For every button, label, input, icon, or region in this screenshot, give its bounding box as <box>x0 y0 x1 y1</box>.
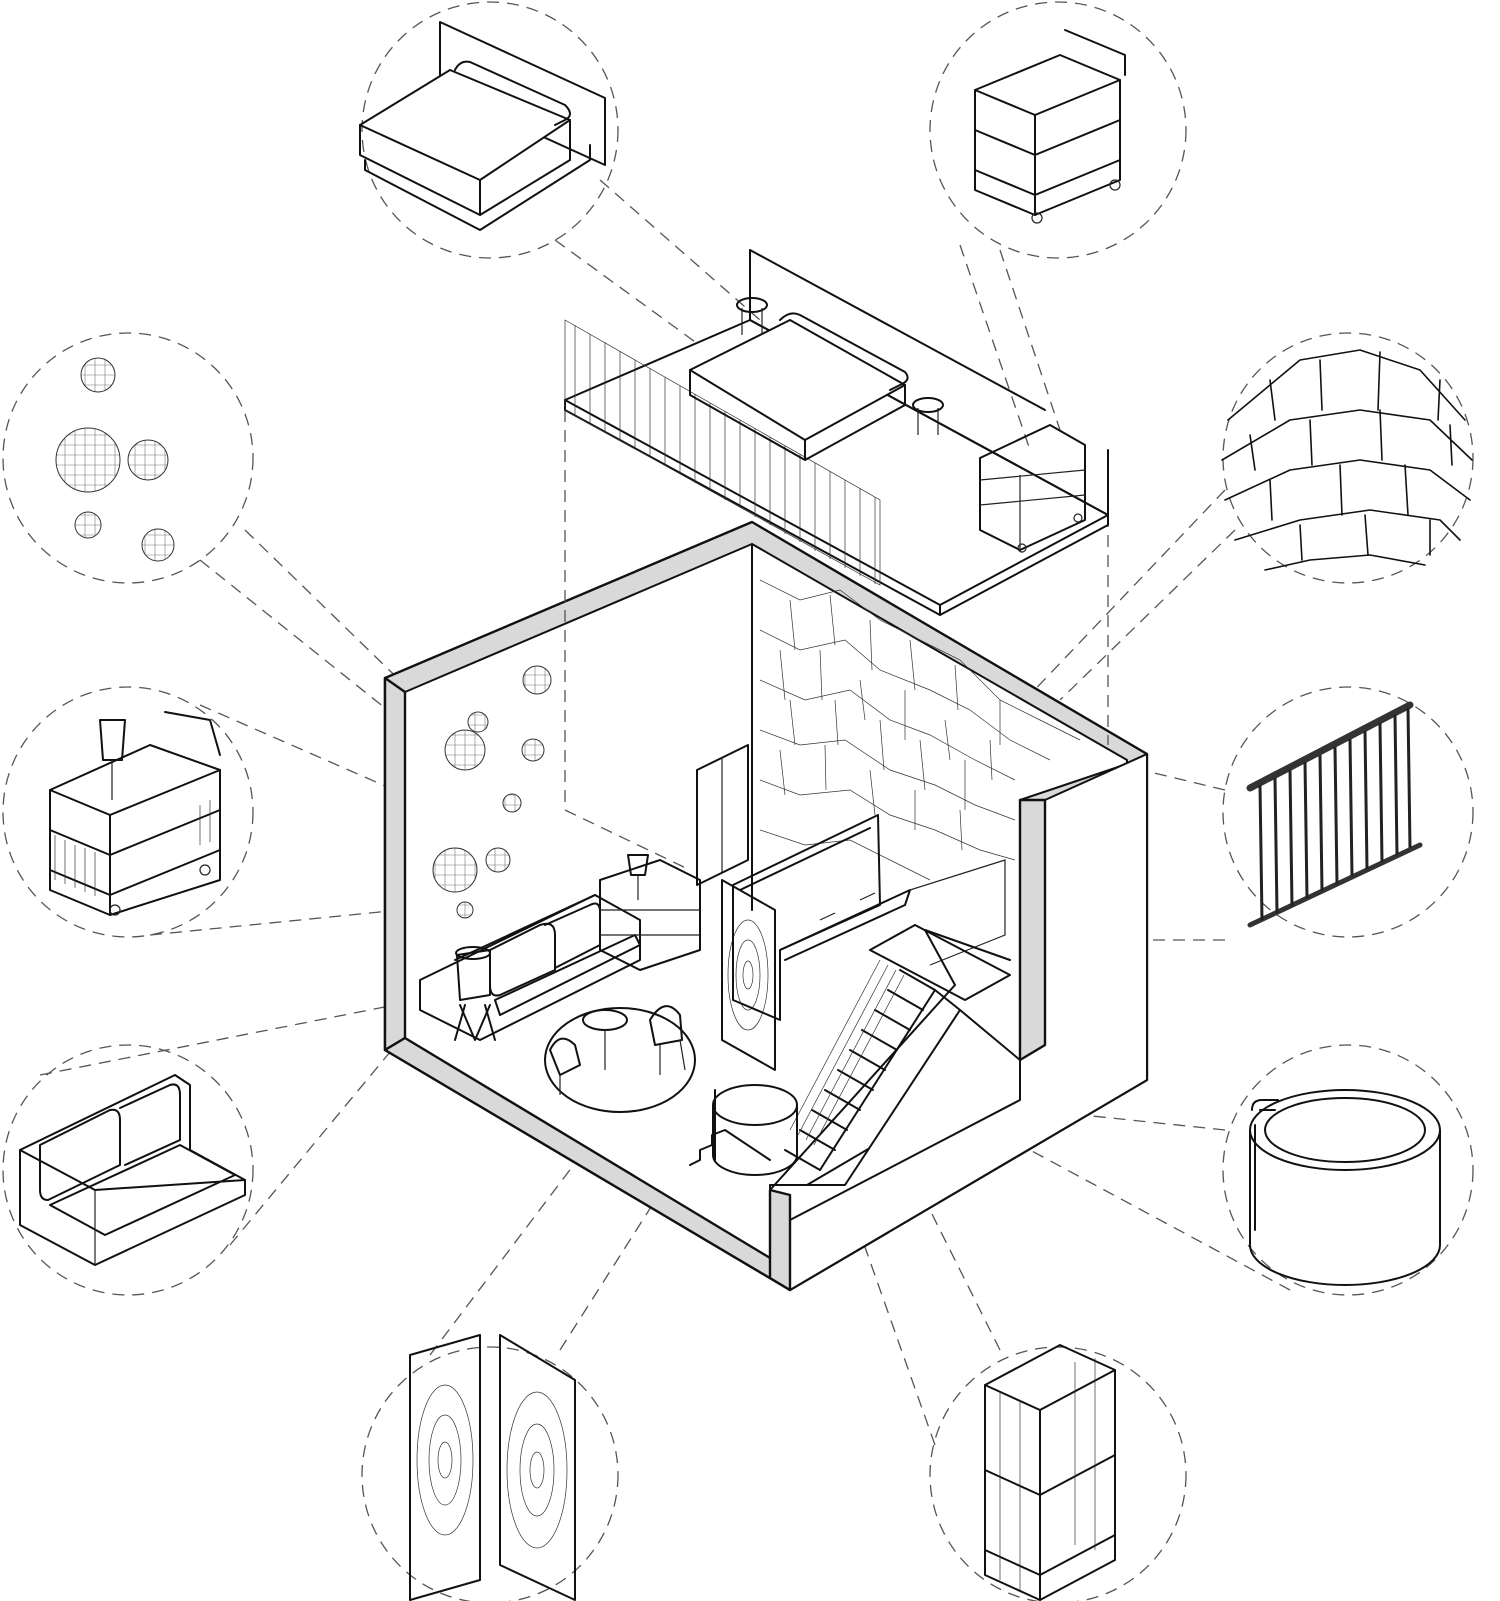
building-block <box>383 410 1149 1292</box>
trolley-with-lamp-icon <box>49 711 221 916</box>
callout-circle-bed <box>361 1 619 259</box>
callout-circle-bedside-trolley <box>929 1 1187 259</box>
rattan-lamp-icon <box>55 357 175 562</box>
carved-panel-icon <box>409 1334 576 1601</box>
stone-wall-icon <box>1221 349 1473 571</box>
callout-circle-tall-trolley <box>929 1346 1187 1601</box>
floor-lamp-inside <box>454 946 496 1041</box>
pendant-lamps <box>432 665 552 919</box>
callout-circle-pendant-lamps <box>2 332 254 584</box>
bed-icon <box>359 21 606 231</box>
callout-circle-trolley-lamp <box>2 686 254 938</box>
sofa-icon <box>19 1074 246 1266</box>
tall-trolley-icon <box>984 1344 1116 1601</box>
vanity-wall <box>732 814 911 1021</box>
mezzanine <box>564 249 1109 616</box>
callout-circle-stone-wall <box>1222 332 1474 584</box>
bathtub-inside <box>712 1084 798 1176</box>
bathtub-icon <box>1249 1089 1441 1286</box>
carved-partition <box>721 879 776 1071</box>
callout-circle-bathtub <box>1222 1044 1474 1296</box>
callout-circle-rope-railing <box>1222 686 1474 938</box>
mezzanine-railing <box>564 319 881 586</box>
stone-wall-texture <box>759 579 1081 881</box>
staircase <box>769 924 1011 1191</box>
mezzanine-trolley <box>979 424 1086 553</box>
dining-set <box>544 1005 696 1113</box>
mezzanine-bed <box>689 312 909 461</box>
trolley-icon-top <box>974 29 1126 224</box>
callout-circle-sofa <box>2 1044 254 1296</box>
railing-icon <box>1246 701 1423 928</box>
trolley-inside <box>599 854 701 971</box>
callout-circle-panels <box>361 1346 619 1601</box>
